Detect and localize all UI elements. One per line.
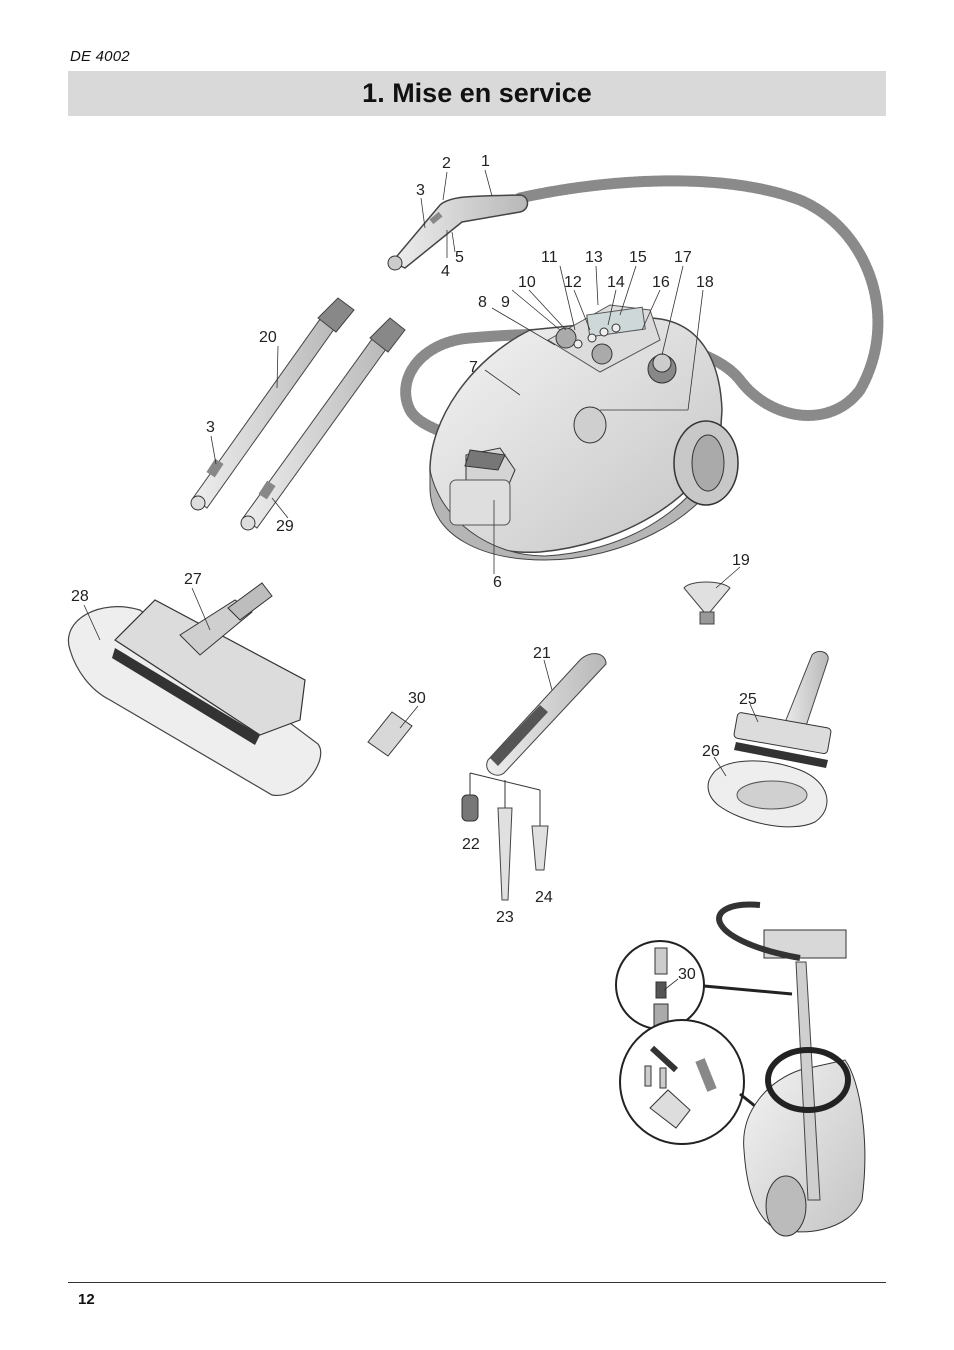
callout-29: 29	[276, 518, 294, 535]
callout-21: 21	[533, 645, 551, 662]
callout-13: 13	[585, 249, 603, 266]
callout-9: 9	[501, 294, 510, 311]
section-title: 1. Mise en service	[362, 78, 592, 108]
connector-clip	[367, 711, 413, 757]
callout-3-tube: 3	[206, 419, 215, 436]
storage-illustration	[615, 901, 866, 1237]
callout-7: 7	[469, 359, 478, 376]
callout-15: 15	[629, 249, 647, 266]
callout-27: 27	[184, 571, 202, 588]
callout-25: 25	[739, 691, 757, 708]
section-title-bar: 1. Mise en service	[68, 71, 886, 116]
callout-20: 20	[259, 329, 277, 346]
callout-5: 5	[455, 249, 464, 266]
callout-2: 2	[442, 155, 451, 172]
callout-23: 23	[496, 909, 514, 926]
callout-4: 4	[441, 263, 450, 280]
callout-28: 28	[71, 588, 89, 605]
steam-hose	[400, 175, 884, 456]
callout-30-storage: 30	[678, 966, 696, 983]
page-number: 12	[78, 1291, 95, 1308]
callout-1: 1	[481, 153, 490, 170]
callout-24: 24	[535, 889, 553, 906]
callout-18: 18	[696, 274, 714, 291]
leader-lines	[83, 169, 759, 991]
callout-labels: 1 2 3 4 5 6 7 8 9 10 11 12 13 14 15 16 1…	[71, 153, 757, 983]
callout-22: 22	[462, 836, 480, 853]
extension-tube-right	[240, 317, 406, 531]
callout-26: 26	[702, 743, 720, 760]
detail-nozzle	[486, 653, 607, 776]
steam-cleaner-unit	[429, 304, 739, 561]
callout-17: 17	[674, 249, 692, 266]
callout-8: 8	[478, 294, 487, 311]
callout-19: 19	[732, 552, 750, 569]
filling-funnel	[683, 581, 731, 625]
callout-12: 12	[564, 274, 582, 291]
callout-10: 10	[518, 274, 536, 291]
callout-6: 6	[493, 574, 502, 591]
floor-nozzle	[67, 582, 322, 796]
nozzle-set	[461, 772, 549, 901]
callout-16: 16	[652, 274, 670, 291]
callout-3: 3	[416, 182, 425, 199]
extension-tube-left	[190, 297, 355, 511]
callout-14: 14	[607, 274, 625, 291]
steam-handle	[387, 194, 529, 271]
hand-brush	[707, 650, 832, 828]
callout-30-clip: 30	[408, 690, 426, 707]
footer-rule	[68, 1282, 886, 1283]
model-number: DE 4002	[70, 48, 130, 65]
callout-11: 11	[541, 249, 558, 266]
